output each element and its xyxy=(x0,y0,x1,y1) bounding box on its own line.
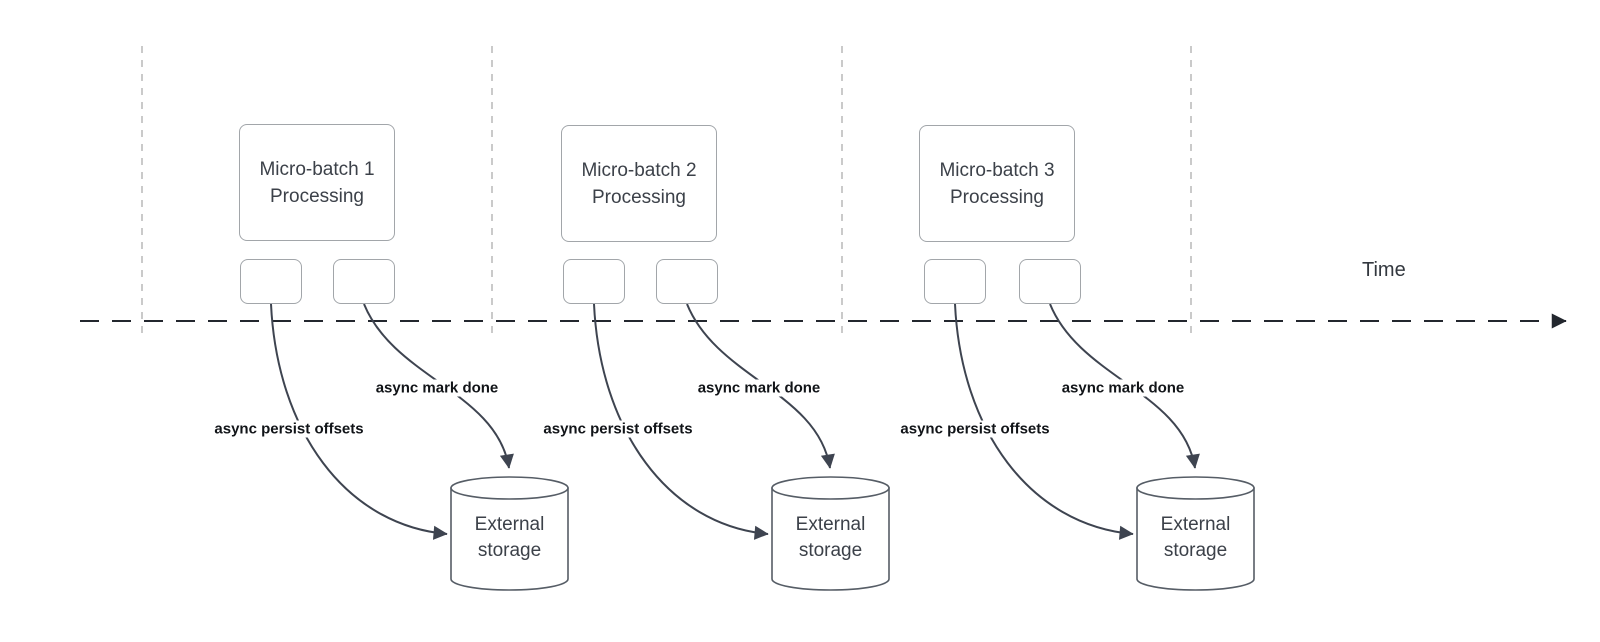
external-storage-cylinder-3 xyxy=(1136,476,1255,591)
cylinder-body xyxy=(450,487,569,591)
mark-done-label-1: async mark done xyxy=(372,379,502,397)
persist-offsets-arrow-2 xyxy=(593,303,769,540)
persist-offsets-label-3: async persist offsets xyxy=(897,420,1053,438)
cylinder-body xyxy=(1136,487,1255,591)
cylinder-body xyxy=(771,487,890,591)
micro-batch-box-1: Micro-batch 1 Processing xyxy=(239,124,395,241)
external-storage-cylinder-2 xyxy=(771,476,890,591)
micro-batch-box-3: Micro-batch 3 Processing xyxy=(919,125,1075,242)
persist-offsets-arrow-3 xyxy=(954,303,1134,540)
mark-done-source-box-3 xyxy=(1019,259,1081,304)
persist-source-box-1 xyxy=(240,259,302,304)
mark-done-source-box-2 xyxy=(656,259,718,304)
batch-title-line2: Processing xyxy=(950,186,1044,208)
cylinder-top xyxy=(450,476,569,500)
mark-done-label-2: async mark done xyxy=(694,379,824,397)
external-storage-cylinder-1 xyxy=(450,476,569,591)
micro-batch-box-2: Micro-batch 2 Processing xyxy=(561,125,717,242)
batch-title-line2: Processing xyxy=(270,185,364,207)
batch-title-line2: Processing xyxy=(592,186,686,208)
mark-done-label-3: async mark done xyxy=(1058,379,1188,397)
cylinder-top xyxy=(1136,476,1255,500)
batch-title-line1: Micro-batch 3 xyxy=(939,159,1055,181)
mark-done-source-box-1 xyxy=(333,259,395,304)
time-axis-label: Time xyxy=(1362,259,1406,281)
batch-title-line1: Micro-batch 2 xyxy=(581,159,697,181)
persist-source-box-2 xyxy=(563,259,625,304)
cylinder-top xyxy=(771,476,890,500)
persist-offsets-label-2: async persist offsets xyxy=(540,420,696,438)
persist-offsets-label-1: async persist offsets xyxy=(211,420,367,438)
persist-source-box-3 xyxy=(924,259,986,304)
batch-title-line1: Micro-batch 1 xyxy=(259,158,375,180)
persist-offsets-arrow-1 xyxy=(270,303,448,540)
